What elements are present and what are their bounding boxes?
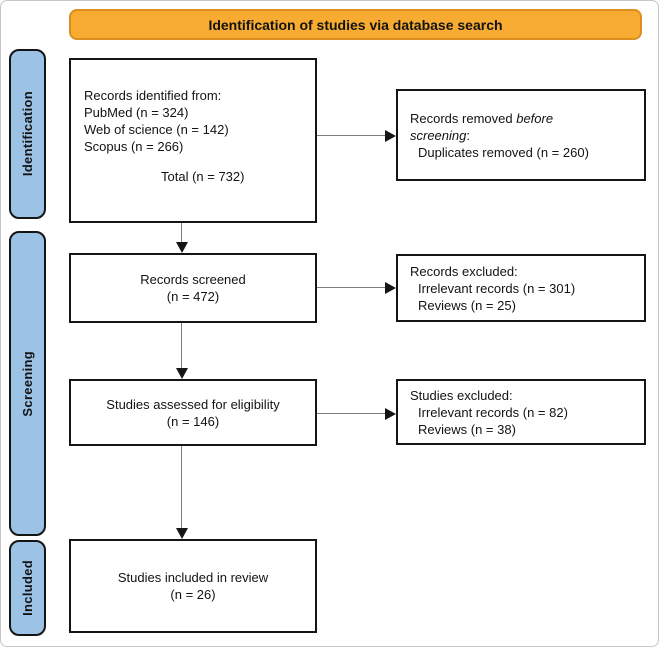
- arrow-right-assessed-to-excluded: [317, 407, 396, 420]
- arrow-shaft: [181, 323, 182, 368]
- studies-included-label: Studies included in review: [117, 570, 269, 585]
- records-removed-line-2: screening:: [410, 127, 470, 143]
- box-records-excluded: Records excluded: Irrelevant records (n …: [396, 254, 646, 322]
- records-identified-source-scopus: Scopus (n = 266): [84, 139, 184, 154]
- records-identified-heading: Records identified from:: [84, 88, 222, 103]
- box-studies-assessed: Studies assessed for eligibility (n = 14…: [69, 379, 317, 446]
- arrow-shaft: [317, 135, 385, 136]
- arrow-down-head-icon: [175, 368, 188, 379]
- studies-excluded-reviews: Reviews (n = 38): [418, 421, 516, 437]
- arrow-down-head-icon: [175, 528, 188, 539]
- records-identified-source-pubmed: PubMed (n = 324): [84, 105, 189, 120]
- arrow-down-head-icon: [175, 242, 188, 253]
- records-excluded-heading: Records excluded:: [410, 263, 518, 279]
- studies-included-count: (n = 26): [170, 587, 216, 602]
- studies-excluded-heading: Studies excluded:: [410, 387, 513, 403]
- records-screened-count: (n = 472): [166, 289, 220, 304]
- stage-included-label: Included: [20, 560, 35, 616]
- arrow-right-head-icon: [385, 407, 396, 420]
- records-identified-source-wos: Web of science (n = 142): [84, 122, 229, 137]
- box-records-identified: Records identified from: PubMed (n = 324…: [69, 58, 317, 223]
- arrow-down-assessed-to-included: [175, 446, 188, 539]
- studies-assessed-count: (n = 146): [166, 413, 220, 429]
- arrow-down-screened-to-assessed: [175, 323, 188, 379]
- stage-screening-label: Screening: [20, 350, 35, 417]
- records-removed-line-1: Records removed before: [410, 110, 554, 126]
- banner-title: Identification of studies via database s…: [208, 16, 503, 33]
- banner: Identification of studies via database s…: [69, 9, 642, 40]
- box-records-screened: Records screened (n = 472): [69, 253, 317, 323]
- studies-excluded-irrelevant: Irrelevant records (n = 82): [418, 404, 568, 420]
- arrow-right-head-icon: [385, 129, 396, 142]
- records-removed-duplicates: Duplicates removed (n = 260): [418, 144, 589, 160]
- arrow-shaft: [317, 413, 385, 414]
- box-studies-included: Studies included in review (n = 26): [69, 539, 317, 633]
- stage-included: Included: [9, 540, 46, 636]
- stage-identification-label: Identification: [20, 91, 35, 177]
- box-records-removed: Records removed before screening: Duplic…: [396, 89, 646, 181]
- arrow-right-identified-to-removed: [317, 129, 396, 142]
- arrow-shaft: [181, 446, 182, 528]
- records-screened-label: Records screened: [140, 272, 246, 287]
- studies-assessed-label: Studies assessed for eligibility: [106, 396, 280, 412]
- arrow-shaft: [317, 287, 385, 288]
- arrow-down-identified-to-screened: [175, 223, 188, 253]
- records-excluded-irrelevant: Irrelevant records (n = 301): [418, 280, 576, 296]
- records-identified-total: Total (n = 732): [161, 169, 245, 184]
- box-studies-excluded: Studies excluded: Irrelevant records (n …: [396, 379, 646, 445]
- stage-identification: Identification: [9, 49, 46, 219]
- stage-screening: Screening: [9, 231, 46, 536]
- arrow-right-head-icon: [385, 281, 396, 294]
- arrow-shaft: [181, 223, 182, 242]
- records-excluded-reviews: Reviews (n = 25): [418, 297, 516, 313]
- arrow-right-screened-to-excluded: [317, 281, 396, 294]
